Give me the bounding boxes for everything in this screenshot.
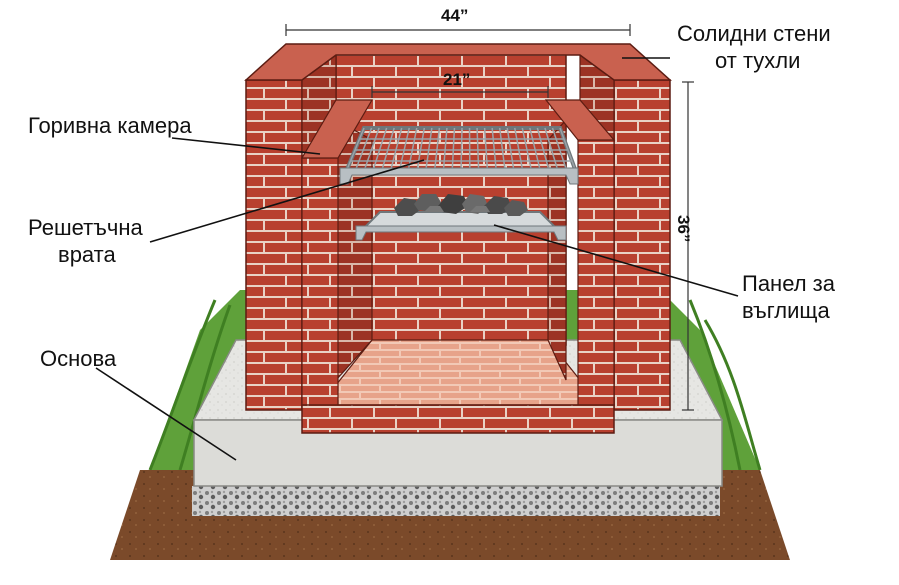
leader-base bbox=[95, 367, 237, 461]
label-solid-walls: Солидни стени от тухли bbox=[677, 20, 831, 74]
outer-right-wall bbox=[613, 79, 671, 411]
grill-grate bbox=[339, 126, 579, 185]
label-base: Основа bbox=[40, 346, 117, 371]
inner-left-side bbox=[335, 118, 373, 382]
dimension-inner-width: 21” bbox=[443, 70, 471, 89]
label-solid-walls-line1: Солидни стени bbox=[677, 21, 831, 46]
charcoal-pieces bbox=[394, 194, 528, 216]
label-charcoal-panel-line2: въглища bbox=[742, 298, 830, 323]
label-grate-door-line2: врата bbox=[58, 242, 116, 267]
label-grate-door: Решетъчна врата bbox=[28, 214, 143, 268]
charcoal-tray bbox=[355, 194, 567, 241]
top-cap bbox=[244, 43, 672, 81]
label-charcoal-panel: Панел за въглища bbox=[742, 270, 835, 324]
outer-left-wall bbox=[245, 79, 303, 411]
leader-grate-door bbox=[149, 159, 425, 243]
leader-lines bbox=[95, 57, 739, 461]
dimension-lines bbox=[285, 24, 694, 411]
leader-fire-chamber bbox=[171, 137, 321, 155]
gravel-layer bbox=[192, 486, 720, 516]
dimension-outer-width: 44” bbox=[441, 6, 469, 25]
label-grate-door-line1: Решетъчна bbox=[28, 215, 143, 240]
brick-structure bbox=[244, 43, 672, 434]
label-charcoal-panel-line1: Панел за bbox=[742, 271, 835, 296]
label-fire-chamber: Горивна камера bbox=[28, 113, 192, 138]
inner-right-pillar bbox=[577, 139, 615, 407]
leader-charcoal-panel bbox=[493, 224, 739, 297]
label-solid-walls-line2: от тухли bbox=[715, 48, 801, 73]
front-base-course bbox=[301, 404, 615, 434]
dimension-height: 36” bbox=[674, 215, 693, 243]
